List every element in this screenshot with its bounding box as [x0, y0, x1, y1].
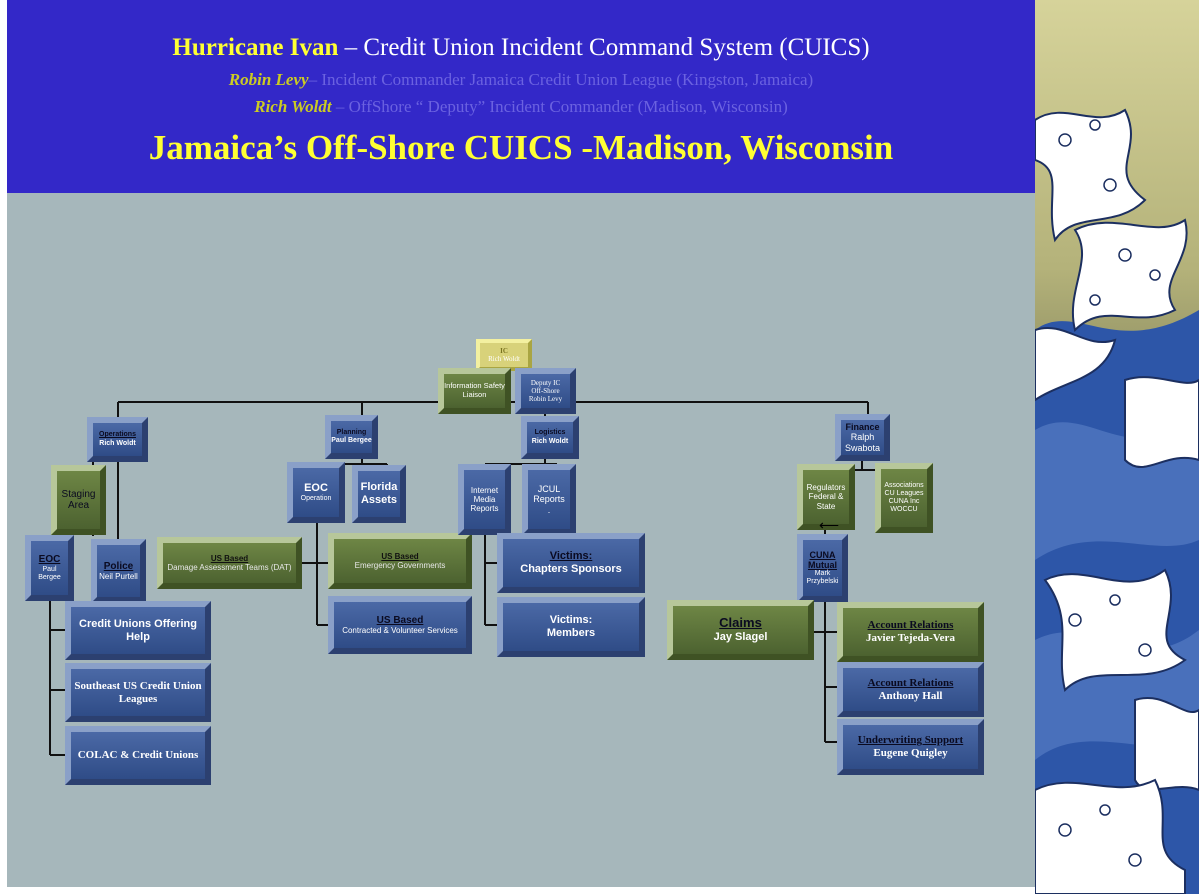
jcul-reports-box: JCUL Reports. — [522, 464, 576, 535]
staging-area-box: Staging Area — [51, 465, 106, 535]
florida-assets-box: Florida Assets — [352, 465, 406, 523]
title-line-3: Rich Woldt – OffShore “ Deputy” Incident… — [254, 97, 788, 116]
arrow-left-icon: ⟵ — [819, 517, 840, 533]
victims-members-box: Victims:Members — [497, 597, 645, 657]
credit-unions-offering-help-box: Credit Unions Offering Help — [65, 601, 211, 660]
main-title: Jamaica’s Off-Shore CUICS -Madison, Wisc… — [148, 128, 894, 167]
title-line-2: Robin Levy– Incident Commander Jamaica C… — [228, 70, 814, 89]
internet-media-reports-box: Internet Media Reports — [458, 464, 511, 535]
southeast-us-leagues-box: Southeast US Credit Union Leagues — [65, 663, 211, 722]
info-safety-liaison-box: Information Safety Liaison — [438, 368, 511, 414]
title-line-1: Hurricane Ivan – Credit Union Incident C… — [172, 34, 870, 61]
colac-credit-unions-box: COLAC & Credit Unions — [65, 726, 211, 785]
wave-artwork-image — [1035, 0, 1199, 894]
victims-chapters-sponsors-box: Victims:Chapters Sponsors — [497, 533, 645, 593]
title-banner: Hurricane Ivan – Credit Union Incident C… — [7, 0, 1035, 193]
slide: Hurricane Ivan – Credit Union Incident C… — [7, 0, 1035, 887]
